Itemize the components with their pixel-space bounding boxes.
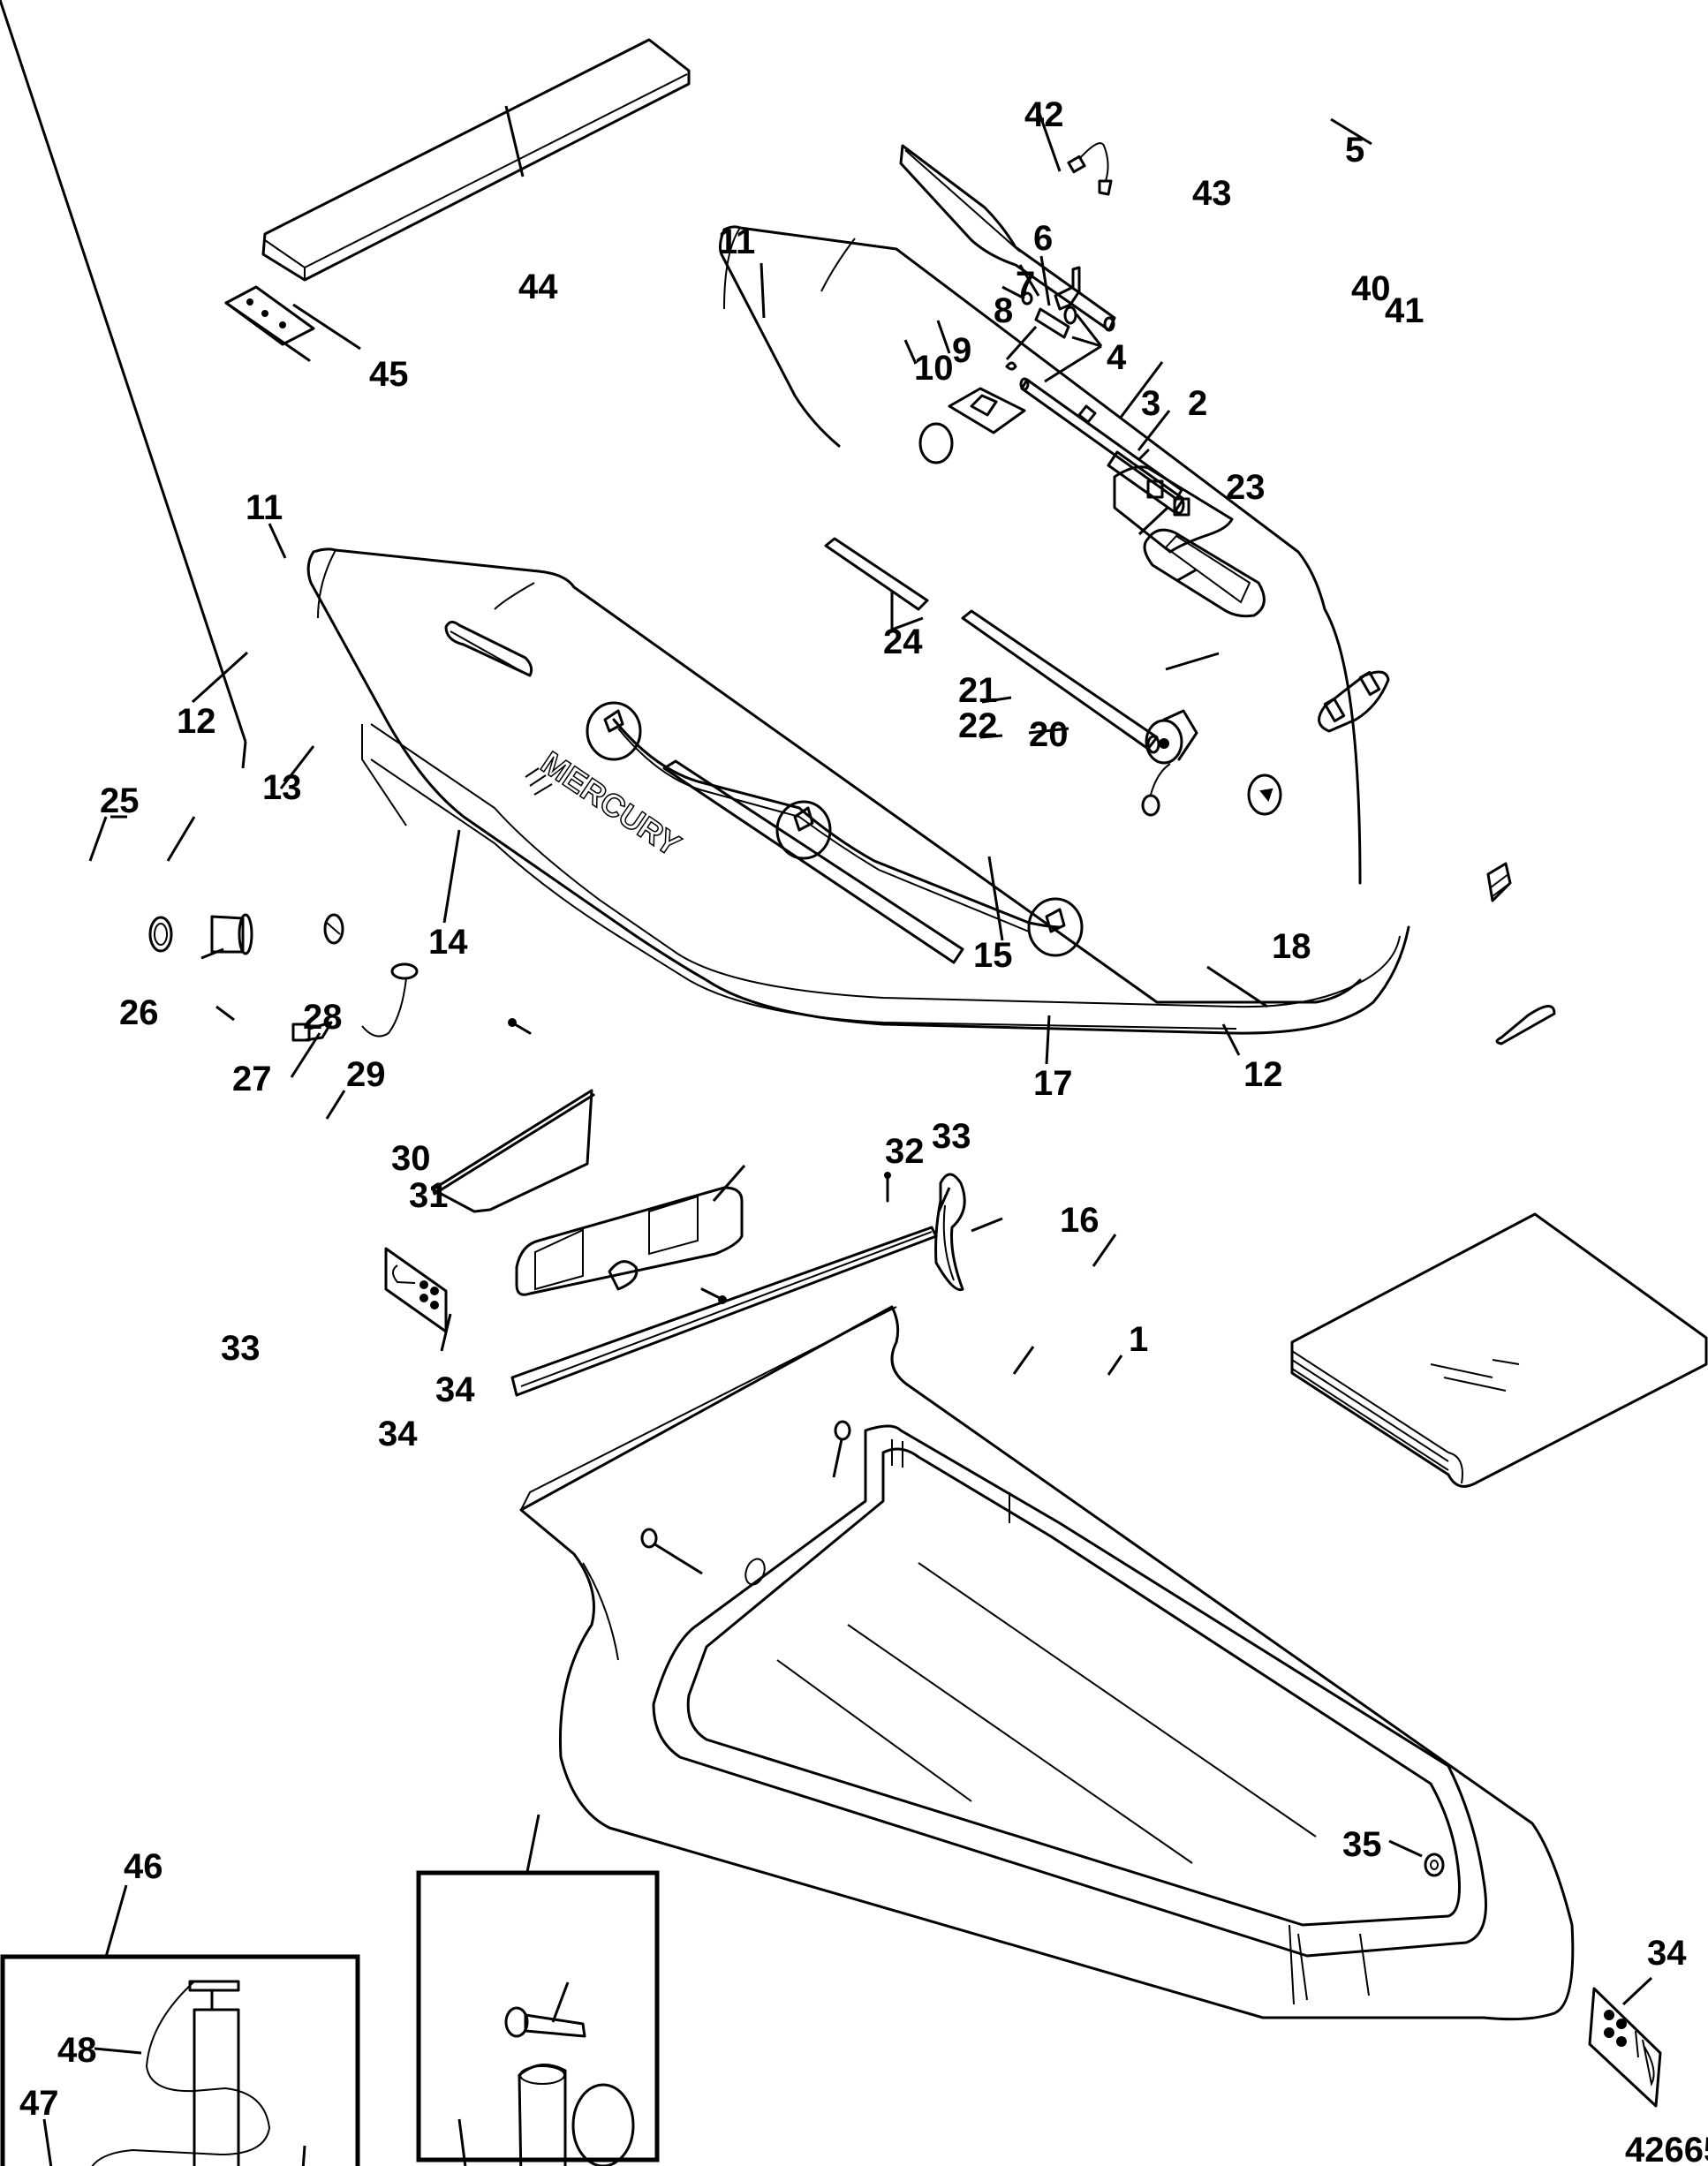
handle-bow-part[interactable] — [444, 621, 533, 677]
transom-bracket-part[interactable] — [934, 1173, 966, 1292]
hand-pump-part[interactable] — [88, 1980, 271, 2166]
mercury-brand-text: MERCURY — [535, 744, 688, 864]
callout-33-left: 33 — [221, 1329, 261, 1368]
callout-24: 25 — [100, 781, 140, 820]
callout-2: 2 — [1188, 384, 1207, 423]
callout-34-c: 35 — [1342, 1825, 1382, 1864]
lifeline-holder-part[interactable] — [586, 701, 1084, 957]
valve-ring-part[interactable] — [918, 422, 954, 464]
callout-32: 33 — [932, 1117, 971, 1156]
valve-wrench-part[interactable] — [504, 2006, 586, 2038]
callout-31: 32 — [885, 1132, 925, 1171]
drain-plug-nut-part[interactable] — [148, 916, 173, 953]
callout-10: 10 — [914, 349, 954, 388]
repair-kit-box[interactable] — [416, 1870, 660, 2162]
callout-36: 41 — [1385, 291, 1425, 330]
callout-34-b: 34 — [378, 1415, 418, 1453]
screw-27-part[interactable] — [508, 1018, 532, 1035]
callout-15: 15 — [973, 936, 1013, 975]
callout-28: 29 — [346, 1055, 386, 1094]
vent-grille-part[interactable] — [515, 1186, 744, 1296]
drain-plug-tether-part[interactable] — [291, 962, 419, 1042]
callout-8: 8 — [994, 291, 1013, 330]
lifeline-rope-part[interactable] — [612, 718, 1062, 932]
oar-blade-part[interactable] — [899, 144, 1116, 332]
callout-37: 42 — [1024, 95, 1064, 134]
logo-decal-part[interactable] — [1486, 862, 1512, 902]
towing-eye-part[interactable] — [948, 387, 1026, 434]
callout-34-a: 34 — [435, 1370, 475, 1409]
callout-7: 7 — [1016, 265, 1035, 304]
transom-pad-part[interactable] — [431, 1089, 595, 1213]
callout-13: 13 — [262, 768, 302, 807]
handle-stern-part[interactable] — [1495, 1005, 1556, 1045]
callout-33-right: 34 — [1647, 1934, 1687, 1973]
capacity-plate-right-part[interactable] — [1588, 1987, 1662, 2108]
patch-part[interactable] — [1247, 774, 1282, 816]
callout-21: 22 — [958, 706, 998, 745]
callout-23: 24 — [883, 623, 923, 661]
leader-lines — [0, 0, 1653, 2166]
callout-14: 14 — [428, 923, 468, 962]
callout-18: 18 — [1272, 927, 1311, 966]
floor-hull-part[interactable] — [519, 1305, 1575, 2021]
storage-bag-part[interactable] — [1290, 1212, 1708, 1488]
capacity-plate-left-part[interactable] — [384, 1247, 448, 1333]
callout-43: 48 — [57, 2031, 97, 2070]
callout-17: 17 — [1033, 1064, 1073, 1103]
callout-20: 21 — [958, 671, 998, 710]
lanyard-part[interactable] — [1067, 142, 1113, 196]
oarlock-pin-part[interactable] — [1054, 266, 1081, 325]
callout-35: 40 — [1351, 269, 1391, 308]
clip-part[interactable] — [1005, 361, 1017, 371]
callout-12-bow: 12 — [177, 702, 216, 741]
callout-11-port: 11 — [246, 488, 283, 527]
seat-part[interactable] — [261, 38, 691, 282]
screw-32-part[interactable] — [884, 1172, 891, 1203]
handle-recess-part[interactable] — [1143, 528, 1266, 618]
callout-27: 28 — [303, 998, 343, 1037]
seat-rails-part[interactable] — [824, 537, 1160, 754]
callout-29: 30 — [391, 1139, 431, 1178]
callout-25: 26 — [119, 993, 159, 1032]
callout-30: 31 — [409, 1176, 449, 1215]
decal-mercury-part[interactable]: MERCURY — [525, 743, 688, 864]
callout-19: 20 — [1029, 715, 1069, 754]
callout-16: 16 — [1060, 1201, 1100, 1240]
drain-plug-body-part[interactable] — [210, 913, 253, 955]
callout-42: 47 — [19, 2084, 59, 2123]
callout-22: 23 — [1226, 468, 1266, 507]
oarlock-sleeve-part[interactable] — [1034, 307, 1070, 339]
tube-port-part[interactable] — [306, 547, 1410, 1035]
callout-9: 9 — [952, 331, 971, 370]
grommet-part[interactable] — [640, 1420, 1445, 1877]
callout-40: 45 — [369, 355, 409, 394]
patch-circle-part[interactable] — [571, 2083, 635, 2166]
callout-39: 44 — [518, 268, 558, 306]
adhesive-can-part[interactable] — [518, 2064, 567, 2166]
handle-strap-part[interactable] — [1318, 670, 1390, 733]
drain-cap-part[interactable] — [323, 913, 344, 945]
callout-26: 27 — [232, 1060, 272, 1098]
callout-4: 4 — [1107, 338, 1127, 377]
pump-kit-box[interactable] — [0, 1954, 360, 2166]
callout-41: 46 — [124, 1847, 163, 1886]
drawing-id: 42665 — [1625, 2131, 1708, 2166]
oarlock-base-part[interactable] — [1113, 465, 1234, 554]
callout-6: 6 — [1033, 219, 1053, 258]
inflation-valve-part[interactable] — [1145, 709, 1198, 765]
tube-starboard-part[interactable] — [718, 225, 1362, 885]
callout-labels: 44 45 11 11 42 43 5 40 41 6 7 8 4 9 10 3… — [19, 95, 1687, 2123]
callout-5: 5 — [1345, 131, 1364, 170]
valve-cap-part[interactable] — [1141, 763, 1171, 817]
callout-3: 3 — [1141, 384, 1160, 423]
seat-bracket-part[interactable] — [224, 285, 315, 362]
callout-12-stern: 12 — [1243, 1055, 1283, 1094]
callout-38: 43 — [1192, 174, 1232, 213]
side-stripe-part[interactable] — [662, 759, 964, 964]
callout-1: 1 — [1129, 1320, 1148, 1359]
callout-11-starboard: 11 — [718, 223, 755, 261]
